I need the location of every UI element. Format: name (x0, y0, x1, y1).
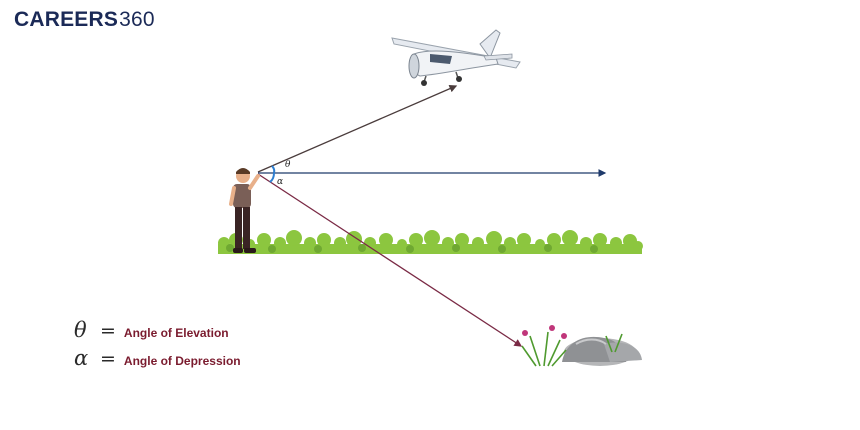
airplane-icon (391, 29, 521, 86)
rock-with-flowers-icon (521, 325, 642, 367)
equals-sign: = (100, 320, 116, 342)
alpha-angle-label: α (277, 177, 283, 187)
theta-angle-label: θ (285, 160, 291, 170)
elevation-line (257, 85, 458, 173)
elevation-angle-arc (271, 165, 276, 174)
legend-row-depression: α = Angle of Depression (74, 346, 241, 370)
alpha-symbol: α (74, 346, 89, 370)
logo-number-text: 360 (119, 8, 155, 31)
angle-of-elevation-label: Angle of Elevation (123, 326, 229, 340)
equals-sign: = (100, 348, 116, 370)
angle-of-depression-label: Angle of Depression (123, 354, 241, 368)
theta-symbol: θ (74, 318, 87, 342)
depression-line (257, 173, 523, 347)
depression-angle-arc (269, 172, 275, 183)
grass-icon (218, 230, 643, 254)
careers360-logo: CAREERS360 (14, 8, 155, 32)
logo-brand-text: CAREERS (14, 8, 119, 31)
person-icon (229, 168, 260, 253)
legend-row-elevation: θ = Angle of Elevation (74, 318, 229, 342)
